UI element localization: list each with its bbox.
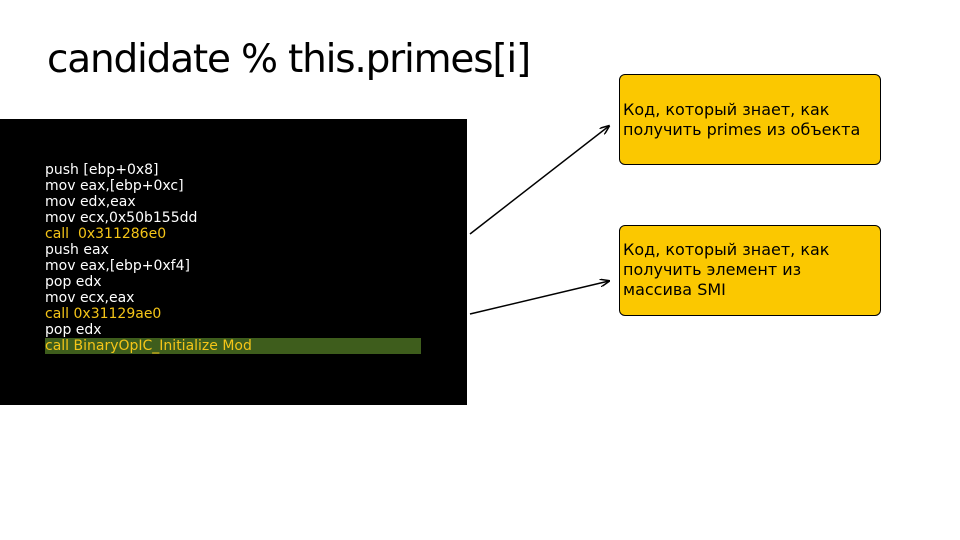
slide-title: candidate % this.primes[i] bbox=[47, 37, 531, 82]
code-line: push [ebp+0x8] bbox=[45, 162, 159, 178]
code-lines: push [ebp+0x8] mov eax,[ebp+0xc] mov edx… bbox=[45, 162, 421, 354]
code-line-call-highlighted: call BinaryOpIC_Initialize Mod bbox=[45, 338, 421, 354]
arrow-to-primes-note bbox=[469, 126, 609, 235]
code-line: push eax bbox=[45, 242, 109, 258]
code-line: mov eax,[ebp+0xf4] bbox=[45, 258, 190, 274]
code-line: mov eax,[ebp+0xc] bbox=[45, 178, 184, 194]
code-line: pop edx bbox=[45, 274, 102, 290]
code-line: pop edx bbox=[45, 322, 102, 338]
code-line: mov ecx,0x50b155dd bbox=[45, 210, 198, 226]
code-line-call: call 0x311286e0 bbox=[45, 226, 167, 242]
note-primes-from-object: Код, который знает, как получить primes … bbox=[619, 74, 881, 165]
arrow-to-smi-note bbox=[469, 281, 609, 315]
code-line: mov ecx,eax bbox=[45, 290, 135, 306]
code-line-call: call 0x31129ae0 bbox=[45, 306, 162, 322]
note-smi-array-element: Код, который знает, как получить элемент… bbox=[619, 225, 881, 316]
assembly-code-panel: push [ebp+0x8] mov eax,[ebp+0xc] mov edx… bbox=[0, 119, 467, 405]
code-line: mov edx,eax bbox=[45, 194, 136, 210]
